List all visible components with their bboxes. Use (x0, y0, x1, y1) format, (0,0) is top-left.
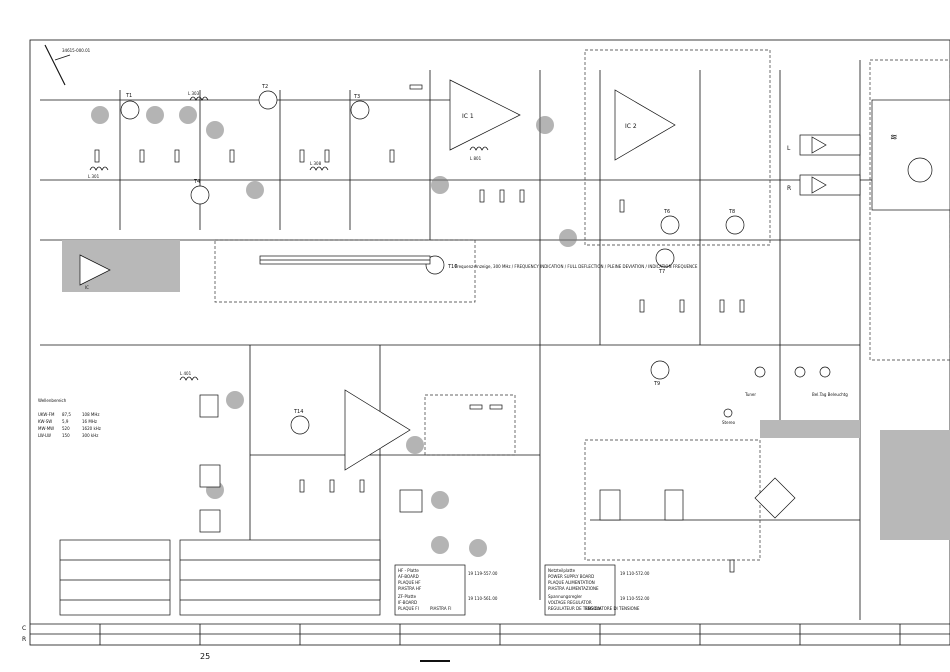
coils: L 301 L 303 L 308 L 801 L 401 (88, 91, 684, 533)
row-marker-r: R (22, 636, 26, 643)
right-connector: ≋ (871, 99, 950, 211)
svg-text:87,5: 87,5 (62, 412, 71, 417)
svg-text:≋: ≋ (890, 133, 898, 143)
svg-text:UKW-FM: UKW-FM (38, 412, 55, 417)
footer-rule (420, 660, 450, 662)
svg-text:L 308: L 308 (310, 161, 322, 166)
svg-text:520: 520 (62, 426, 70, 431)
module-boundaries (214, 49, 950, 561)
svg-text:T14: T14 (293, 409, 303, 415)
svg-text:L 401: L 401 (180, 371, 192, 376)
ic-am (344, 389, 411, 471)
highlighted-parts (91, 106, 577, 557)
band-switch-grid (59, 539, 381, 616)
svg-text:5,9: 5,9 (62, 419, 69, 424)
svg-text:REGOLATORE DI TENSIONE: REGOLATORE DI TENSIONE (585, 606, 640, 611)
svg-text:PIASTRA ALIMENTAZIONE: PIASTRA ALIMENTAZIONE (548, 586, 599, 591)
vertical-wires (119, 60, 861, 620)
band-table: Wellenbereich UKW-FM 87,5 108 MHz KW-SW … (38, 398, 101, 438)
svg-text:34615-000.01: 34615-000.01 (62, 48, 91, 53)
svg-text:Netzteilplatte: Netzteilplatte (548, 568, 576, 573)
svg-text:T6: T6 (663, 209, 670, 215)
svg-text:REGULATEUR DE TENSION: REGULATEUR DE TENSION (548, 606, 601, 611)
svg-text:ZF-Platte: ZF-Platte (398, 594, 417, 599)
svg-text:L 801: L 801 (470, 156, 482, 161)
svg-text:PLAQUE FI: PLAQUE FI (398, 606, 419, 611)
svg-text:Bel.Tag Beleuchtg: Bel.Tag Beleuchtg (812, 392, 848, 397)
svg-text:Tuner: Tuner (744, 392, 756, 397)
svg-text:LW-LW: LW-LW (38, 433, 51, 438)
svg-text:L 303: L 303 (188, 91, 200, 96)
output-buffers: L R (787, 134, 861, 196)
svg-text:IF-BOARD: IF-BOARD (398, 600, 417, 605)
coordinate-ticks (99, 624, 901, 645)
indicator-lamps: Tuner Bel.Tag Beleuchtg Stereo (722, 366, 848, 425)
frequency-note: Frequenz-Anzeige, 300 MHz / FREQUENCY IN… (455, 264, 698, 269)
svg-text:HF - Platte: HF - Platte (398, 568, 419, 573)
svg-text:PLAQUE ALIMENTATION: PLAQUE ALIMENTATION (548, 580, 595, 585)
svg-text:Stereo: Stereo (722, 420, 736, 425)
svg-text:VOLTAGE REGULATOR: VOLTAGE REGULATOR (548, 600, 592, 605)
passive-components (94, 84, 745, 573)
svg-text:L: L (787, 145, 791, 152)
svg-text:Wellenbereich: Wellenbereich (38, 398, 67, 403)
page-number: 25 (200, 652, 211, 661)
svg-text:150: 150 (62, 433, 70, 438)
svg-text:R: R (787, 185, 791, 192)
svg-text:POWER SUPPLY BOARD: POWER SUPPLY BOARD (548, 574, 594, 579)
transistors: T1 T2 T3 T4 T6 T7 T8 T9 T10 T14 (120, 84, 745, 435)
shaded-module: IC (62, 240, 180, 292)
svg-text:300 kHz: 300 kHz (82, 433, 98, 438)
shaded-strip (760, 420, 860, 438)
svg-text:AF-BOARD: AF-BOARD (398, 574, 419, 579)
tuning-scale (259, 255, 431, 265)
antenna: 34615-000.01 (44, 44, 91, 86)
svg-text:T2: T2 (261, 84, 268, 90)
shaded-connector (880, 430, 950, 540)
svg-text:T3: T3 (353, 94, 360, 100)
svg-text:1620 kHz: 1620 kHz (82, 426, 101, 431)
svg-text:KW-SW: KW-SW (38, 419, 52, 424)
svg-text:IC: IC (85, 285, 89, 290)
svg-text:19 119-557.00: 19 119-557.00 (468, 571, 498, 576)
svg-text:PIASTRA FI: PIASTRA FI (430, 606, 451, 611)
ic-1: IC 1 (449, 79, 521, 151)
svg-text:19 110-552.00: 19 110-552.00 (620, 596, 650, 601)
row-marker-c: C (22, 625, 26, 632)
svg-text:T9: T9 (653, 381, 660, 387)
svg-text:19 110-561.00: 19 110-561.00 (468, 596, 498, 601)
svg-text:T4: T4 (193, 179, 200, 185)
svg-text:T8: T8 (728, 209, 735, 215)
svg-text:16 MHz: 16 MHz (82, 419, 97, 424)
svg-text:L 301: L 301 (88, 174, 100, 179)
svg-text:19 110-572.00: 19 110-572.00 (620, 571, 650, 576)
svg-text:MW-MW: MW-MW (38, 426, 54, 431)
svg-text:108 MHz: 108 MHz (82, 412, 99, 417)
svg-text:T7: T7 (658, 269, 665, 275)
svg-text:IC 2: IC 2 (625, 123, 637, 130)
ic-2: IC 2 (614, 89, 676, 161)
svg-text:T10: T10 (447, 264, 457, 270)
svg-text:PIASTRA HF: PIASTRA HF (398, 586, 422, 591)
svg-text:PLAQUE HF: PLAQUE HF (398, 580, 421, 585)
svg-text:Spannungsregler: Spannungsregler (548, 594, 582, 599)
board-legend: HF - Platte AF-BOARD PLAQUE HF PIASTRA H… (394, 564, 650, 616)
sheet-frame (29, 39, 950, 646)
bridge-rectifier (599, 477, 796, 521)
svg-text:T1: T1 (125, 93, 132, 99)
supply-rails (40, 99, 950, 521)
svg-text:IC 1: IC 1 (462, 113, 474, 120)
